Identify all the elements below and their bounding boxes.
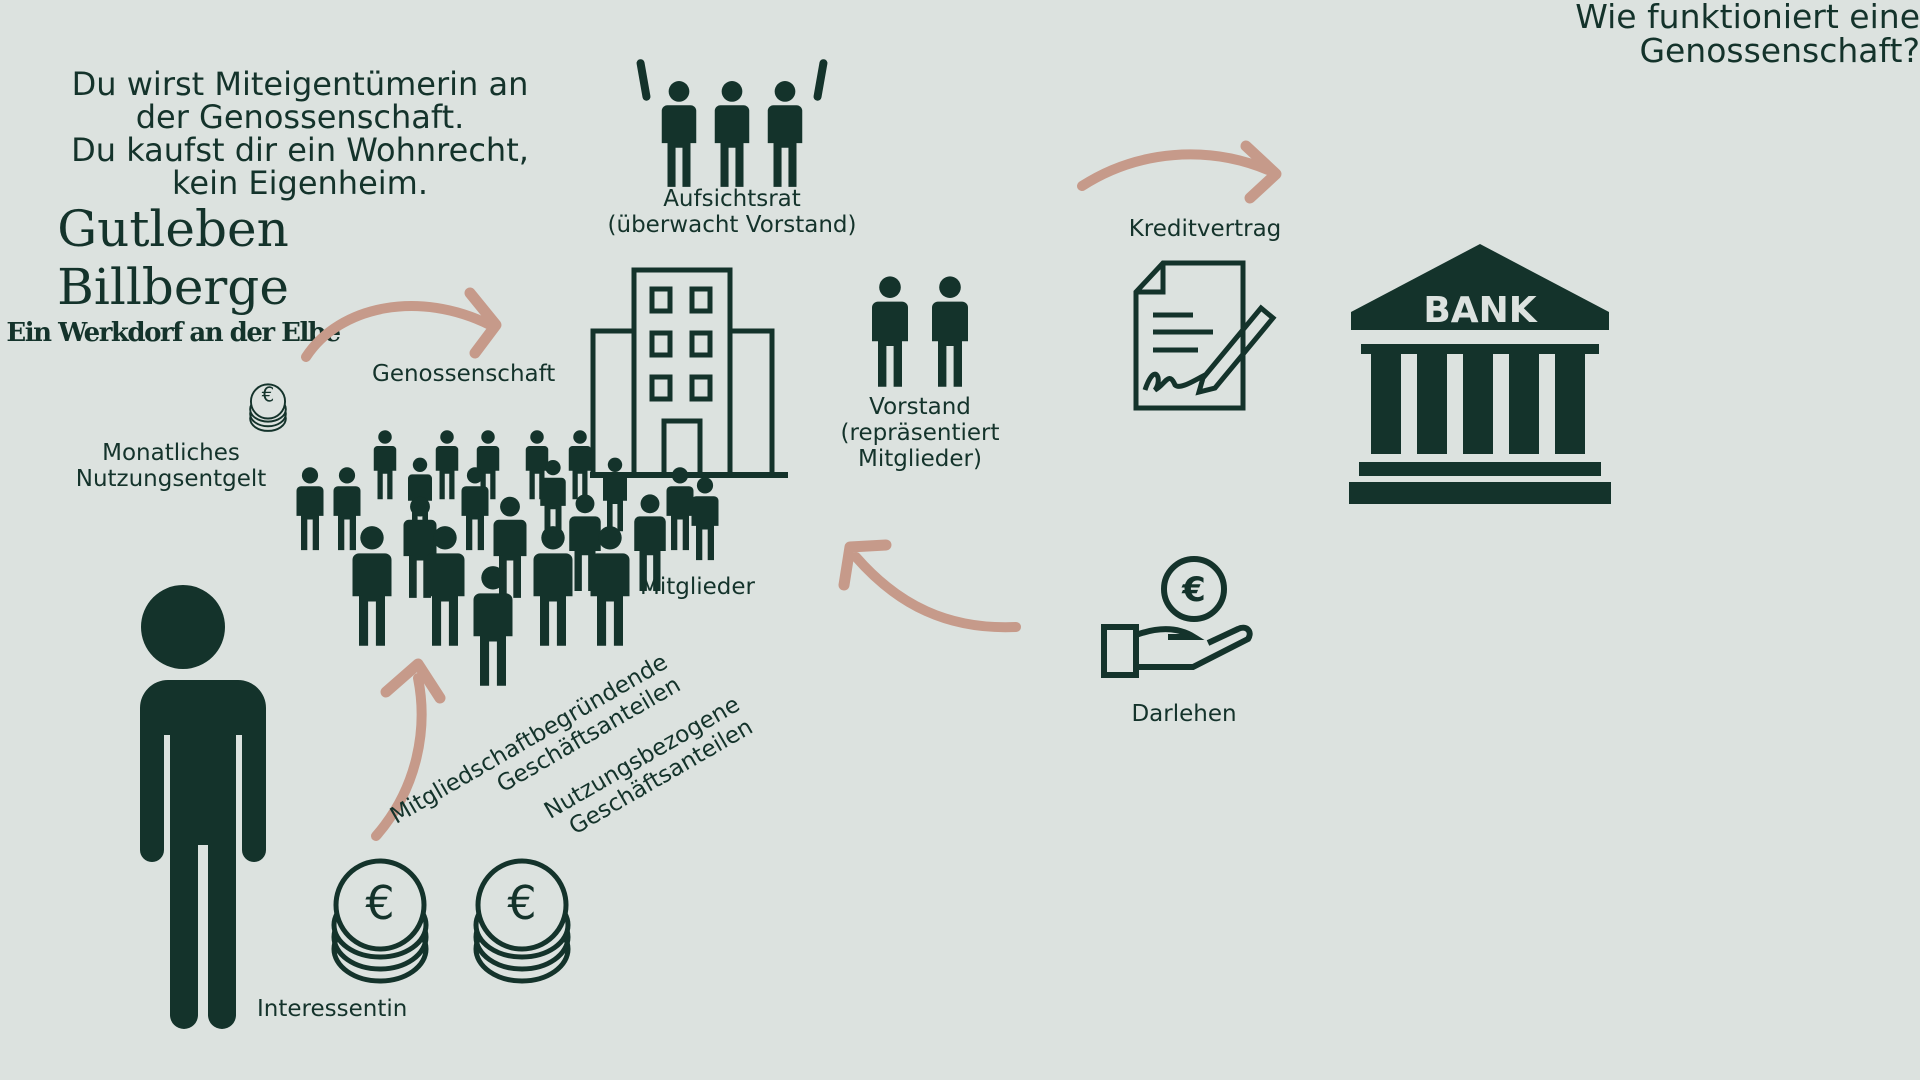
label-line: Monatliches: [102, 440, 240, 466]
euro-symbol: €: [365, 876, 394, 930]
person-icon: [128, 585, 266, 1029]
label-line: Aufsichtsrat: [663, 186, 801, 212]
page-title: Wie funktioniert eine Genossenschaft?: [0, 0, 1920, 68]
euro-symbol: €: [1181, 570, 1206, 610]
bank-icon: [1349, 244, 1611, 504]
bank-label: BANK: [1423, 290, 1537, 331]
logo-line: Gutleben: [57, 200, 289, 258]
coin-stack-icon: €: [328, 857, 432, 977]
arrow-icon: [371, 658, 446, 841]
label-line: Vorstand: [869, 394, 971, 420]
coin-stack-icon: €: [470, 857, 574, 977]
label-line: Mitglieder): [858, 446, 982, 472]
statement-line: Du wirst Miteigentümerin an: [71, 65, 529, 103]
logo-tagline: Ein Werkdorf an der Elbe: [6, 318, 341, 348]
coin-stack-icon: €: [249, 383, 287, 432]
contract-icon: [1133, 260, 1277, 411]
euro-symbol: €: [262, 383, 275, 407]
mitglieder-label: Mitglieder: [640, 574, 755, 600]
label-line: (repräsentiert: [840, 420, 1000, 446]
supervisory-board-icon: [636, 59, 828, 187]
board-icon: [872, 276, 968, 387]
label-line: Nutzungsentgelt: [75, 466, 267, 492]
nutzungsentgelt-label: Monatliches Nutzungsentgelt: [56, 440, 286, 492]
statement-text: Du wirst Miteigentümerin an der Genossen…: [0, 68, 600, 200]
label-line: (überwacht Vorstand): [607, 212, 857, 238]
title-line: Wie funktioniert eine: [1575, 0, 1920, 36]
statement-line: kein Eigenheim.: [171, 164, 428, 202]
logo: Gutleben Billberge Ein Werkdorf an der E…: [0, 200, 346, 350]
kreditvertrag-label: Kreditvertrag: [1128, 216, 1282, 242]
arrow-icon: [838, 539, 1021, 633]
aufsichtsrat-label: Aufsichtsrat (überwacht Vorstand): [582, 186, 882, 238]
euro-symbol: €: [507, 876, 536, 930]
arrow-icon: [301, 287, 502, 362]
genossenschaft-label: Genossenschaft: [372, 361, 556, 387]
vorstand-label: Vorstand (repräsentiert Mitglieder): [820, 394, 1020, 472]
statement-line: Du kaufst dir ein Wohnrecht,: [71, 131, 529, 169]
arrow-icon: [1077, 140, 1282, 204]
darlehen-label: Darlehen: [1131, 701, 1237, 727]
interessentin-label: Interessentin: [257, 996, 408, 1022]
statement-line: der Genossenschaft.: [135, 98, 465, 136]
title-line: Genossenschaft?: [1639, 31, 1920, 70]
loan-hand-icon: €: [1101, 556, 1253, 678]
logo-line: Billberge: [57, 258, 289, 316]
